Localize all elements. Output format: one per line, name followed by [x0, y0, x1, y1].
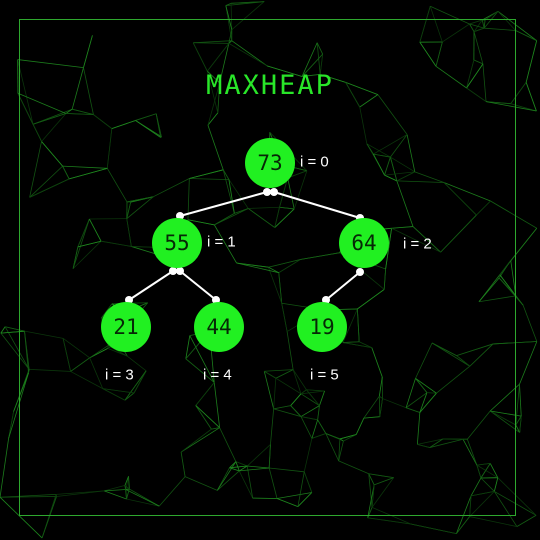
node-value: 73 — [257, 151, 282, 175]
node-value: 64 — [351, 231, 376, 255]
node-value: 19 — [309, 315, 334, 339]
node-circle — [101, 302, 151, 352]
edge-1-4 — [179, 270, 217, 301]
node-index-label: i = 3 — [105, 367, 134, 384]
edge-anchor-dot — [356, 268, 364, 276]
node-index-label: i = 2 — [403, 236, 432, 253]
edge-anchor-dot — [263, 188, 271, 196]
edge-anchor-dot — [176, 267, 184, 275]
node-index-label: i = 1 — [207, 234, 236, 251]
heap-node-0: 73 i = 0 — [245, 138, 329, 188]
heap-node-5: 19 i = 5 — [297, 302, 347, 384]
edge-1-3 — [128, 270, 174, 301]
node-value: 21 — [113, 315, 138, 339]
edge-anchor-dot — [169, 267, 177, 275]
heap-node-2: 64 i = 2 — [339, 218, 432, 268]
node-value: 55 — [164, 231, 189, 255]
edges — [125, 188, 364, 304]
heap-node-3: 21 i = 3 — [101, 302, 151, 384]
heap-node-4: 44 i = 4 — [194, 302, 244, 384]
heap-node-1: 55 i = 1 — [152, 218, 236, 268]
node-circle — [297, 302, 347, 352]
edge-2-5 — [325, 271, 361, 301]
diagram-frame — [19, 19, 516, 516]
node-index-label: i = 0 — [300, 154, 329, 171]
edge-0-2 — [273, 191, 361, 219]
diagram-title: MAXHEAP — [206, 70, 334, 101]
edge-0-1 — [179, 191, 268, 217]
node-circle — [194, 302, 244, 352]
node-index-label: i = 4 — [203, 367, 232, 384]
node-circle — [339, 218, 389, 268]
edge-anchor-dot — [270, 188, 278, 196]
node-index-label: i = 5 — [310, 367, 339, 384]
edge-anchor-dot — [322, 296, 330, 304]
edge-anchor-dot — [212, 296, 220, 304]
edge-anchor-dot — [176, 212, 184, 220]
edge-anchor-dot — [125, 296, 133, 304]
node-circle — [245, 138, 295, 188]
node-value: 44 — [206, 315, 231, 339]
node-circle — [152, 218, 202, 268]
